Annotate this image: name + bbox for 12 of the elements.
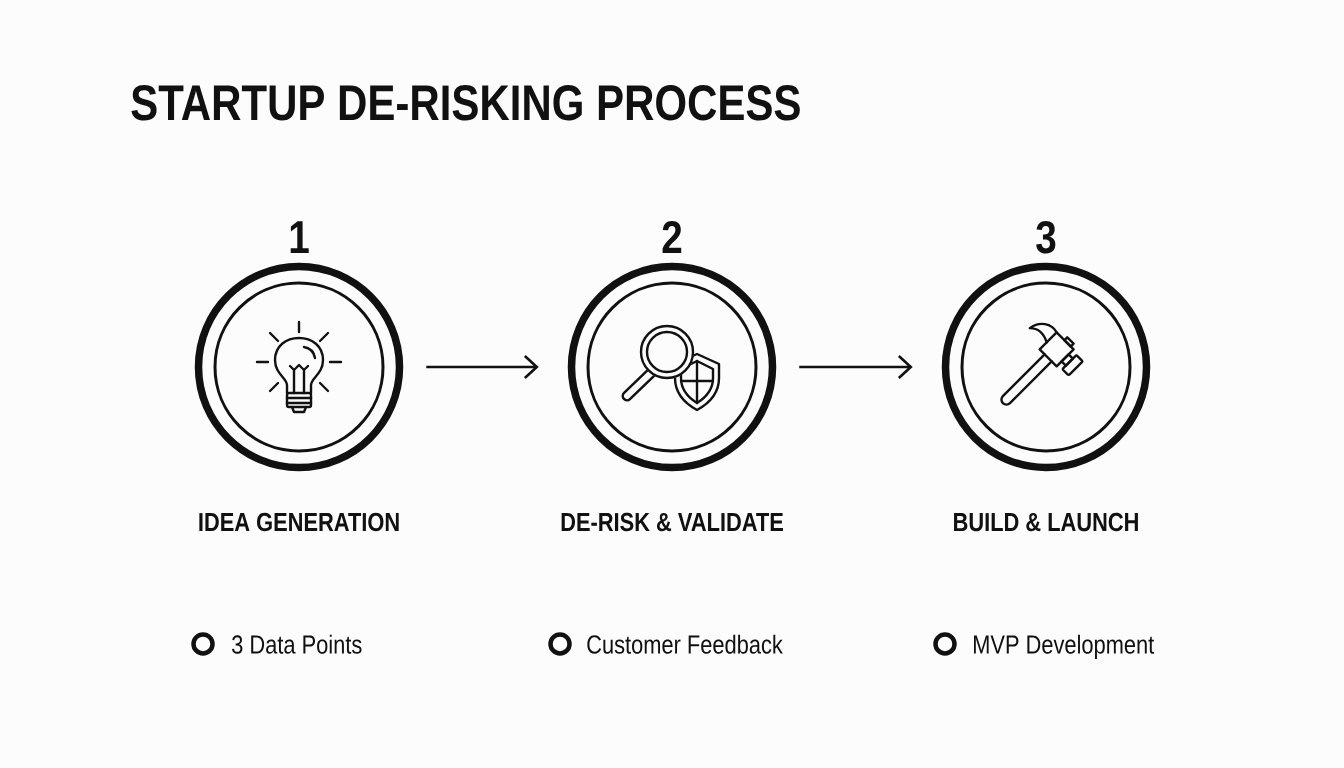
step-title: DE-RISK & VALIDATE [561,512,783,532]
step-title: IDEA GENERATION [199,512,399,532]
step-number: 1 [290,221,309,253]
arrow [799,355,913,379]
arrow [426,355,539,379]
bullet-text: Customer Feedback [587,634,783,654]
title: STARTUP DE-RISKING PROCESS [131,85,800,121]
step-number: 3 [1036,220,1056,254]
bullet-text: 3 Data Points [232,634,362,654]
step-number: 2 [662,220,682,253]
bullet-text: MVP Development [974,634,1155,659]
step-title: BUILD & LAUNCH [954,512,1138,532]
